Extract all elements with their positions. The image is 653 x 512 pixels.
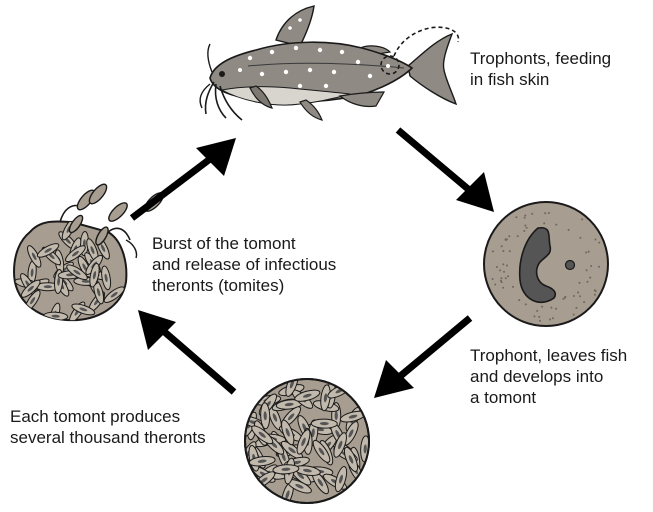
arrow-fish-to-trophont [395, 127, 494, 212]
theront-nucleus [257, 459, 267, 463]
theront-nucleus [348, 455, 354, 464]
arrow-tomont-to-burst [138, 310, 237, 395]
theront-nucleus [281, 452, 286, 462]
theront-nucleus [110, 291, 118, 298]
theront-nucleus [319, 421, 329, 426]
theront-nucleus [31, 252, 37, 261]
theront-nucleus [258, 431, 266, 438]
label-line: Trophonts, feeding [470, 49, 612, 68]
theront-nucleus [335, 430, 341, 439]
label-line: and release of infectious [152, 255, 337, 274]
theront-nucleus [289, 379, 295, 389]
theront-nucleus [281, 467, 291, 471]
theront-nucleus [29, 297, 36, 305]
theront-nucleus [27, 285, 34, 292]
theront-nucleus [317, 478, 324, 487]
theront-nucleus [285, 428, 290, 437]
theront-nucleus [363, 444, 367, 454]
label-trophonts-feeding: Trophonts, feeding in fish skin [470, 48, 611, 90]
theront-nucleus [104, 273, 108, 283]
theront-nucleus [79, 307, 88, 312]
label-line: Each tomont produces [10, 407, 181, 426]
label-line: theronts (tomites) [152, 276, 285, 295]
theront-nucleus [82, 263, 87, 271]
theront-nucleus [339, 474, 343, 484]
theront-nucleus [301, 437, 306, 447]
trophont-cell [483, 201, 609, 327]
theront-nucleus [57, 277, 61, 286]
theront-nucleus [311, 428, 315, 438]
label-line: Burst of the tomont [152, 234, 296, 253]
theront-nucleus [323, 393, 328, 403]
theront-nucleus [287, 413, 295, 421]
theront-nucleus [96, 288, 101, 297]
theront-nucleus [284, 402, 294, 407]
theront-nucleus [260, 477, 268, 484]
theront-nucleus [71, 250, 79, 257]
label-line: several thousand theronts [10, 428, 206, 447]
theront-nucleus [100, 244, 106, 252]
theront-nucleus [302, 468, 312, 473]
theront-nucleus [90, 246, 95, 255]
theront-nucleus [348, 429, 354, 438]
bursting-tomont [12, 204, 138, 322]
fish-host [199, 5, 460, 121]
label-line: in fish skin [470, 70, 550, 89]
arrow-trophont-to-tomont [374, 315, 473, 398]
label-tomont-produces: Each tomont produces several thousand th… [10, 406, 206, 448]
label-line: and develops into [470, 367, 604, 386]
label-line: a tomont [470, 388, 537, 407]
theront-nucleus [92, 271, 97, 280]
label-trophont-leaves: Trophont, leaves fish and develops into … [470, 345, 627, 408]
theront-nucleus [295, 483, 304, 489]
theront-nucleus [288, 447, 296, 454]
theront-nucleus [272, 413, 278, 422]
tomont-cell [244, 378, 370, 504]
theront-nucleus [302, 393, 312, 398]
theront-nucleus [43, 285, 52, 289]
label-tomont-burst: Burst of the tomont and release of infec… [152, 233, 336, 296]
theront-nucleus [30, 268, 34, 277]
label-line: Trophont, leaves fish [470, 346, 628, 365]
theront-nucleus [334, 411, 338, 421]
theront-nucleus [44, 248, 52, 253]
theront-nucleus [348, 414, 358, 419]
arrow-burst-to-fish [129, 138, 236, 221]
theront-nucleus [73, 269, 81, 275]
theront-nucleus [318, 447, 325, 456]
theront-nucleus [51, 314, 60, 318]
theront-nucleus [81, 279, 90, 283]
theront-nucleus [263, 411, 267, 421]
theront-nucleus [338, 440, 343, 450]
cycle-arrows [129, 127, 494, 398]
theront-nucleus [297, 472, 305, 479]
theront-nucleus [285, 490, 290, 500]
